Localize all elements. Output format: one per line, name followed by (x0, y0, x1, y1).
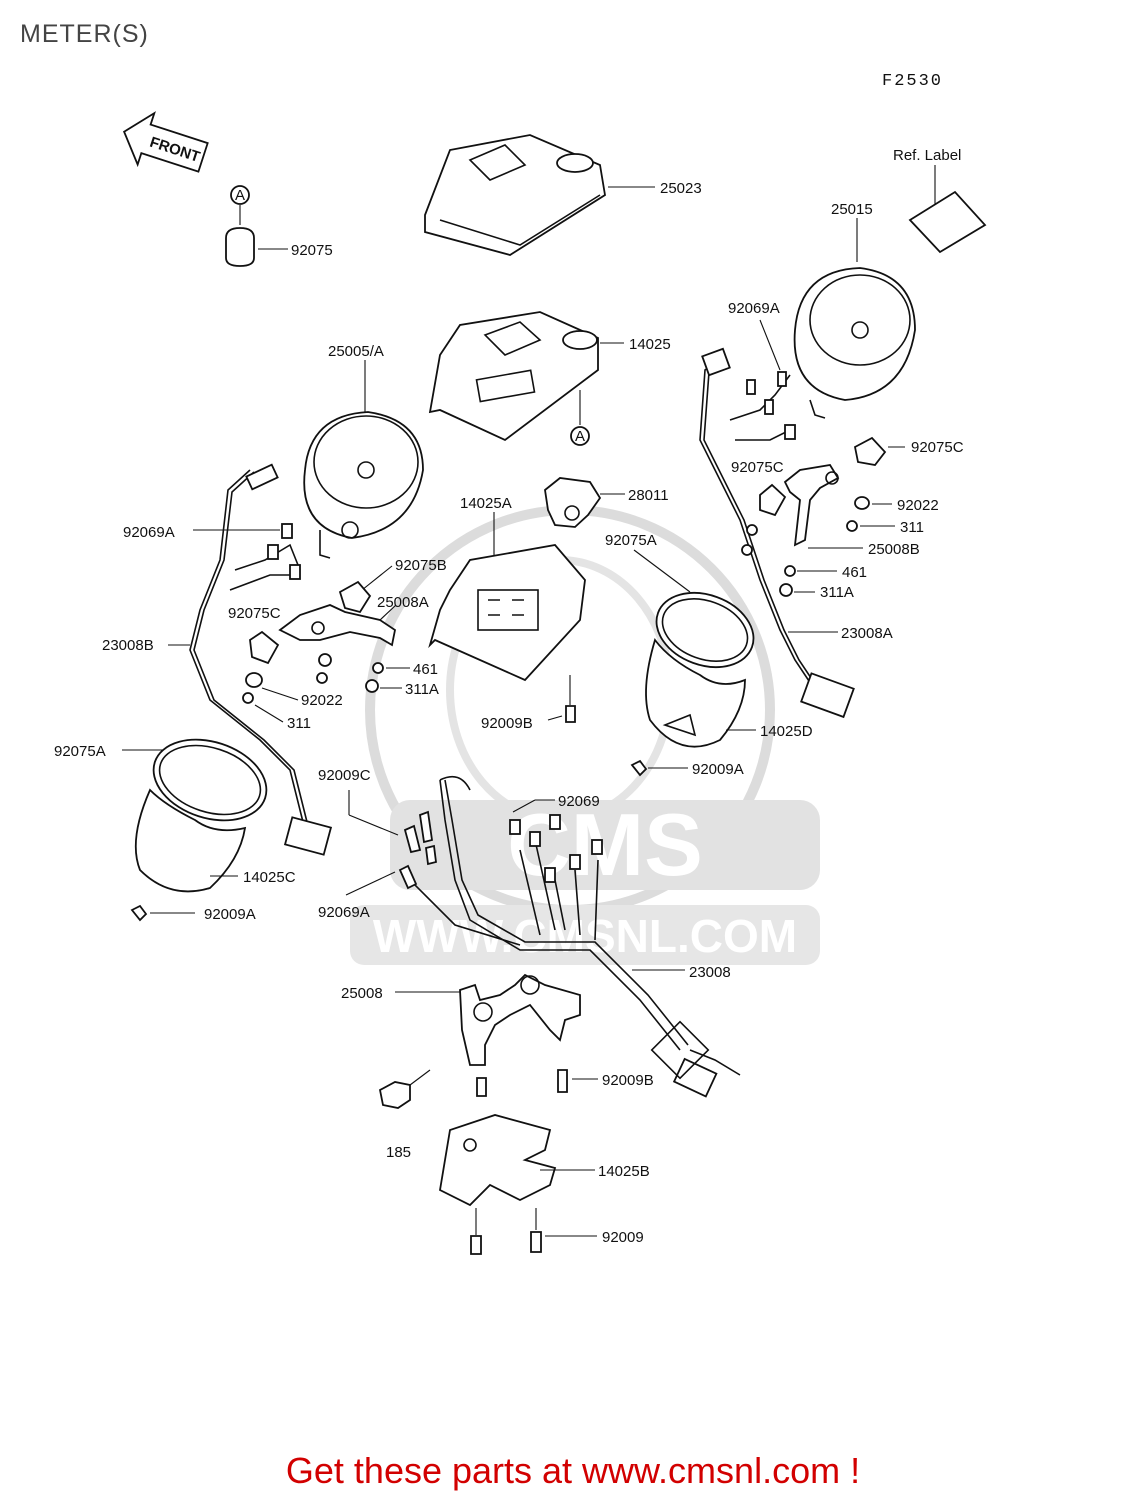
bulbs-92069A-left (193, 523, 301, 580)
part-14025A-base (428, 512, 586, 723)
label-92009C: 92009C (318, 767, 371, 784)
label-92075A-left: 92075A (54, 743, 106, 760)
label-92022-left: 92022 (301, 692, 343, 709)
label-28011: 28011 (628, 487, 669, 504)
label-92075C-mid: 92075C (731, 459, 784, 476)
front-arrow: FRONT (122, 111, 209, 173)
watermark-url: WWW.CMSNL.COM (373, 910, 797, 962)
page-title: METER(S) (20, 20, 149, 48)
label-92075C-right: 92075C (911, 439, 964, 456)
label-23008B: 23008B (102, 637, 154, 654)
label-14025: 14025 (629, 336, 671, 353)
part-25008-bracket (378, 973, 598, 1109)
promo-link-text[interactable]: Get these parts at www.cmsnl.com ! (285, 1450, 861, 1491)
label-92009A-right: 92009A (692, 761, 744, 778)
ref-label-sticker (908, 165, 987, 254)
label-23008: 23008 (689, 964, 731, 981)
harness-23008B (168, 463, 333, 856)
part-28011 (544, 477, 625, 528)
label-25008A: 25008A (377, 594, 429, 611)
part-14025C-cup (122, 738, 268, 922)
watermark: CMS WWW.CMSNL.COM (350, 505, 820, 965)
label-92069A-top: 92069A (728, 300, 780, 317)
part-14025B-plate (439, 1114, 597, 1255)
ref-marker-a: A (235, 187, 245, 204)
label-92075A-mid: 92075A (605, 532, 657, 549)
label-92009A-left: 92009A (204, 906, 256, 923)
label-25015: 25015 (831, 201, 873, 218)
label-92075C-left: 92075C (228, 605, 281, 622)
label-92069: 92069 (558, 793, 600, 810)
part-92075: A (225, 185, 288, 267)
label-311-left: 311 (287, 715, 311, 732)
parts-left-cluster (242, 565, 410, 723)
label-25008B: 25008B (868, 541, 920, 558)
label-92069A-bottom: 92069A (318, 904, 370, 921)
label-185: 185 (386, 1144, 411, 1161)
ref-marker-a-bottom: A (575, 428, 585, 445)
label-92069A-left: 92069A (123, 524, 175, 541)
label-92009B-bottom: 92009B (602, 1072, 654, 1089)
label-461-right: 461 (842, 564, 867, 581)
parts-right-cluster (741, 436, 905, 597)
part-25015-meter (793, 218, 916, 419)
part-25005A-meter (303, 360, 424, 559)
label-14025A: 14025A (460, 495, 512, 512)
label-14025B: 14025B (598, 1163, 650, 1180)
label-25023: 25023 (660, 180, 702, 197)
figure-code: F2530 (882, 72, 944, 91)
label-14025D: 14025D (760, 723, 813, 740)
part-25023-cover (424, 134, 655, 256)
part-14025-case: A (428, 311, 624, 446)
label-23008A: 23008A (841, 625, 893, 642)
bulbs-92069A-right (746, 319, 796, 440)
label-92075B: 92075B (395, 557, 447, 574)
label-311-right: 311 (900, 519, 924, 536)
label-311A-right: 311A (820, 584, 854, 601)
label-92009B-top: 92009B (481, 715, 533, 732)
label-25008: 25008 (341, 985, 383, 1002)
label-311A-mid: 311A (405, 681, 439, 698)
label-461-mid: 461 (413, 661, 438, 678)
harness-23008 (345, 775, 741, 1098)
label-92075: 92075 (291, 242, 333, 259)
harness-23008A (699, 347, 855, 719)
part-14025D-cup (630, 549, 756, 777)
label-92009: 92009 (602, 1229, 644, 1246)
label-25005A: 25005/A (328, 343, 384, 360)
label-92022-right: 92022 (897, 497, 939, 514)
part-labels: 25023 92075 Ref. Label 25015 92069A 1402… (54, 147, 964, 1246)
label-ref-label: Ref. Label (893, 147, 961, 164)
label-14025C: 14025C (243, 869, 296, 886)
parts-diagram: CMS WWW.CMSNL.COM FRONT A (54, 111, 987, 1255)
